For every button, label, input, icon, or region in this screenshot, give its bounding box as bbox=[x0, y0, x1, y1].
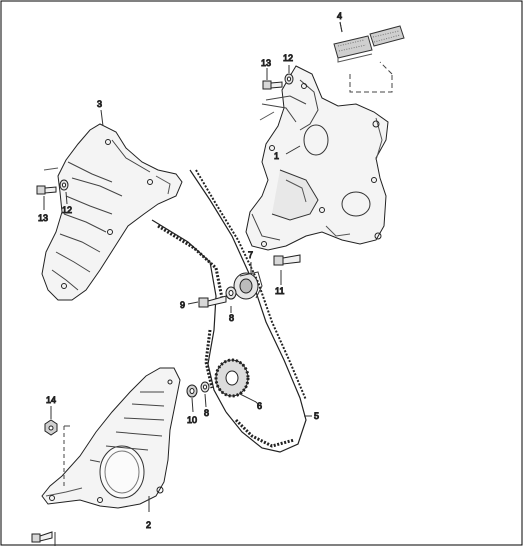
callout-2: 2 bbox=[146, 520, 151, 530]
part-14-nut bbox=[44, 419, 58, 436]
leader-lines bbox=[43, 21, 343, 546]
part-4-foam-strips bbox=[333, 21, 405, 93]
part-12-nut-left bbox=[59, 179, 69, 191]
callout-4: 4 bbox=[337, 11, 342, 21]
part-9-bolt bbox=[198, 295, 227, 308]
callout-13b: 13 bbox=[38, 213, 48, 223]
callout-5: 5 bbox=[314, 411, 319, 421]
part-11-bolt bbox=[273, 254, 301, 266]
part-13-bolt-upper bbox=[262, 80, 283, 90]
callout-10: 10 bbox=[187, 415, 197, 425]
callout-labels: 1 2 3 4 5 6 7 8 8 9 10 11 12 12 13 13 14 bbox=[38, 11, 343, 531]
callout-13a: 13 bbox=[261, 58, 271, 68]
part-7-tensioner-roller bbox=[233, 262, 263, 300]
callout-7: 7 bbox=[248, 250, 253, 260]
part-8-washer-lower bbox=[200, 381, 210, 393]
callout-12b: 12 bbox=[62, 205, 72, 215]
callout-8b: 8 bbox=[204, 408, 209, 418]
callout-6: 6 bbox=[257, 401, 262, 411]
callout-1: 1 bbox=[274, 151, 279, 161]
bolt-bottom-left bbox=[31, 531, 53, 543]
callout-8a: 8 bbox=[229, 313, 234, 323]
part-5-timing-belt bbox=[151, 169, 307, 453]
part-13-bolt-left bbox=[36, 185, 57, 195]
part-10-nut bbox=[186, 384, 198, 398]
part-2-lower-front-cover bbox=[41, 367, 181, 509]
callout-12a: 12 bbox=[283, 53, 293, 63]
part-8-washer-upper bbox=[225, 286, 237, 300]
part-6-crank-sprocket bbox=[214, 358, 257, 403]
callout-3: 3 bbox=[97, 99, 102, 109]
part-3-upper-front-cover bbox=[41, 123, 183, 301]
callout-11: 11 bbox=[275, 286, 284, 296]
part-12-nut-upper bbox=[284, 73, 294, 85]
callout-9: 9 bbox=[180, 300, 185, 310]
callout-14: 14 bbox=[46, 395, 56, 405]
part-1-rear-cover bbox=[245, 65, 389, 251]
